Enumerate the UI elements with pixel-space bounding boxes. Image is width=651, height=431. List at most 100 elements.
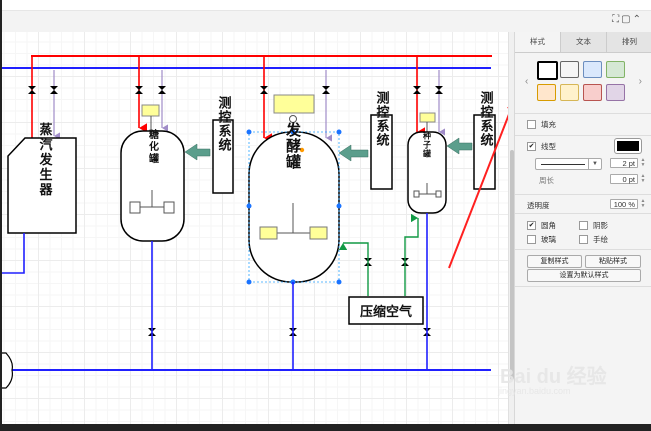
- shadow-label: 阴影: [593, 220, 608, 230]
- fill-label: 填充: [541, 120, 556, 129]
- agitator-blade: [129, 201, 141, 214]
- set-default-style-button[interactable]: 设置为默认样式: [527, 269, 641, 282]
- opacity-label: 透明度: [527, 201, 550, 210]
- valve-icon[interactable]: [148, 328, 156, 336]
- partial-shape[interactable]: [2, 352, 13, 389]
- generator-water-pipe[interactable]: [2, 233, 25, 274]
- style-swatch[interactable]: [583, 61, 602, 78]
- steam-generator-label: 蒸汽发生器: [37, 122, 54, 198]
- panel-toggle-icon[interactable]: ▢: [621, 14, 633, 25]
- chevron-left-icon[interactable]: ‹: [525, 76, 529, 87]
- agitator-blade: [413, 190, 420, 198]
- seed-sensor[interactable]: [419, 112, 436, 123]
- resize-handle[interactable]: [246, 129, 252, 135]
- format-panel: 样式 文本 排列 ‹ › 填充 ✔ 线型 ▼ 2 pt ▲▼ 周长 0 pt ▲…: [514, 32, 651, 424]
- line-pattern-select[interactable]: ▼: [535, 158, 602, 170]
- spinner-icon[interactable]: ▲▼: [640, 198, 646, 209]
- top-strip: [0, 0, 651, 10]
- fullscreen-icon[interactable]: ⛶: [612, 14, 622, 25]
- style-swatch[interactable]: [606, 61, 625, 78]
- control-system-label: 测控系统: [478, 90, 494, 147]
- control-system-box-2[interactable]: [370, 114, 393, 190]
- paste-style-button[interactable]: 粘贴样式: [585, 255, 641, 268]
- sketch-label: 手绘: [593, 234, 608, 244]
- valve-icon[interactable]: [135, 86, 143, 94]
- valve-icon[interactable]: [435, 86, 443, 94]
- steam-generator[interactable]: [7, 137, 77, 234]
- style-handle[interactable]: [299, 147, 305, 153]
- resize-handle[interactable]: [246, 203, 252, 209]
- window-left-edge: [0, 0, 2, 431]
- valve-icon[interactable]: [364, 258, 372, 266]
- chevron-right-icon[interactable]: ›: [638, 76, 642, 87]
- valve-icon[interactable]: [289, 328, 297, 336]
- watermark-url: jingyan.baidu.com: [498, 386, 571, 396]
- copy-style-button[interactable]: 复制样式: [527, 255, 582, 268]
- air-line-fermentation[interactable]: [338, 242, 369, 296]
- air-line-seed[interactable]: [404, 213, 419, 296]
- glass-label: 玻璃: [541, 234, 556, 244]
- agitator-blade: [435, 190, 442, 198]
- seed-tank-label: 种子罐: [423, 131, 432, 159]
- line-checkbox[interactable]: ✔: [527, 141, 536, 151]
- valve-icon[interactable]: [158, 86, 166, 94]
- window-bottom-edge: [0, 424, 651, 431]
- line-color-picker[interactable]: [614, 138, 642, 154]
- dropdown-arrow-icon: ▼: [588, 159, 601, 169]
- spinner-icon[interactable]: ▲▼: [640, 157, 646, 168]
- valve-icon[interactable]: [423, 328, 431, 336]
- watermark-brand: Bai du 经验: [500, 366, 607, 388]
- style-swatch[interactable]: [606, 84, 625, 101]
- control-system-label: 测控系统: [374, 90, 390, 147]
- tab-arrange[interactable]: 排列: [606, 32, 651, 52]
- tab-style[interactable]: 样式: [515, 32, 560, 52]
- valve-icon[interactable]: [260, 86, 268, 94]
- fermentation-sensor[interactable]: [273, 94, 315, 114]
- line-width-input[interactable]: 2 pt: [610, 158, 638, 168]
- style-swatch[interactable]: [560, 61, 579, 78]
- valve-icon[interactable]: [50, 86, 58, 94]
- shadow-checkbox[interactable]: [579, 220, 588, 230]
- perimeter-label: 周长: [539, 176, 554, 185]
- control-system-box-1[interactable]: [212, 119, 234, 194]
- compressed-air-label: 压缩空气: [360, 304, 412, 320]
- control-system-label: 测控系统: [216, 95, 232, 152]
- control-arrow-icon: [446, 137, 473, 155]
- tab-text[interactable]: 文本: [560, 32, 606, 52]
- valve-icon[interactable]: [28, 86, 36, 94]
- resize-handle[interactable]: [336, 129, 342, 135]
- control-arrow-icon: [338, 144, 369, 162]
- spinner-icon[interactable]: ▲▼: [640, 173, 646, 184]
- control-arrow-icon: [184, 143, 211, 161]
- resize-handle[interactable]: [290, 129, 296, 135]
- scrollbar-thumb[interactable]: [510, 150, 514, 380]
- panel-tabs: 样式 文本 排列: [515, 32, 651, 53]
- saccharification-tank-label: 糖化罐: [147, 128, 160, 165]
- style-swatch[interactable]: [583, 84, 602, 101]
- watermark: Bai du 经验 jingyan.baidu.com: [498, 360, 607, 396]
- style-swatch[interactable]: [537, 84, 556, 101]
- canvas-vertical-scrollbar[interactable]: [508, 32, 515, 424]
- agitator-blade: [309, 226, 328, 240]
- valve-icon[interactable]: [322, 86, 330, 94]
- saccharification-sensor[interactable]: [141, 104, 160, 117]
- fill-checkbox[interactable]: [527, 120, 536, 129]
- resize-handle[interactable]: [246, 279, 252, 285]
- resize-handle[interactable]: [336, 279, 342, 285]
- fermentation-tank-label: 发酵罐: [284, 121, 302, 170]
- style-swatch[interactable]: [560, 84, 579, 101]
- resize-handle[interactable]: [336, 203, 342, 209]
- valve-icon[interactable]: [401, 258, 409, 266]
- rounded-checkbox[interactable]: ✔: [527, 220, 536, 230]
- glass-checkbox[interactable]: [527, 234, 536, 244]
- collapse-icon[interactable]: ⌃: [632, 14, 643, 25]
- rounded-label: 圆角: [541, 220, 556, 230]
- agitator-blade: [163, 201, 175, 214]
- valve-icon[interactable]: [413, 86, 421, 94]
- style-swatch[interactable]: [537, 61, 558, 80]
- perimeter-input[interactable]: 0 pt: [610, 174, 638, 184]
- sketch-checkbox[interactable]: [579, 234, 588, 244]
- compressed-air-box[interactable]: [348, 296, 424, 325]
- opacity-input[interactable]: 100 %: [610, 199, 638, 209]
